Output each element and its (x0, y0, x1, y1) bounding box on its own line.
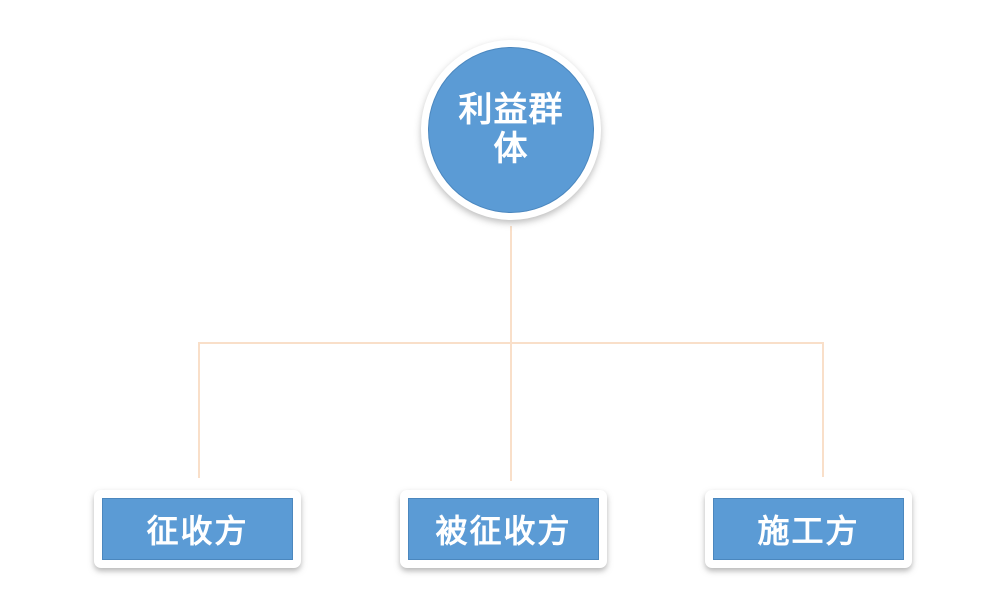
connector-drop-right (822, 342, 824, 477)
leaf-node-expropriator: 征收方 (94, 490, 301, 568)
root-node-interest-groups: 利益群体 (421, 40, 601, 220)
leaf-node-expropriated: 被征收方 (400, 490, 607, 568)
leaf-node-label: 征收方 (146, 513, 249, 549)
connector-drop-middle (510, 342, 512, 481)
connector-drop-left (198, 342, 200, 478)
connector-root-trunk (510, 226, 512, 344)
root-node-label: 利益群体 (458, 91, 564, 168)
leaf-node-label: 被征收方 (435, 513, 572, 549)
leaf-node-label: 施工方 (757, 513, 860, 549)
leaf-node-contractor: 施工方 (705, 490, 912, 568)
